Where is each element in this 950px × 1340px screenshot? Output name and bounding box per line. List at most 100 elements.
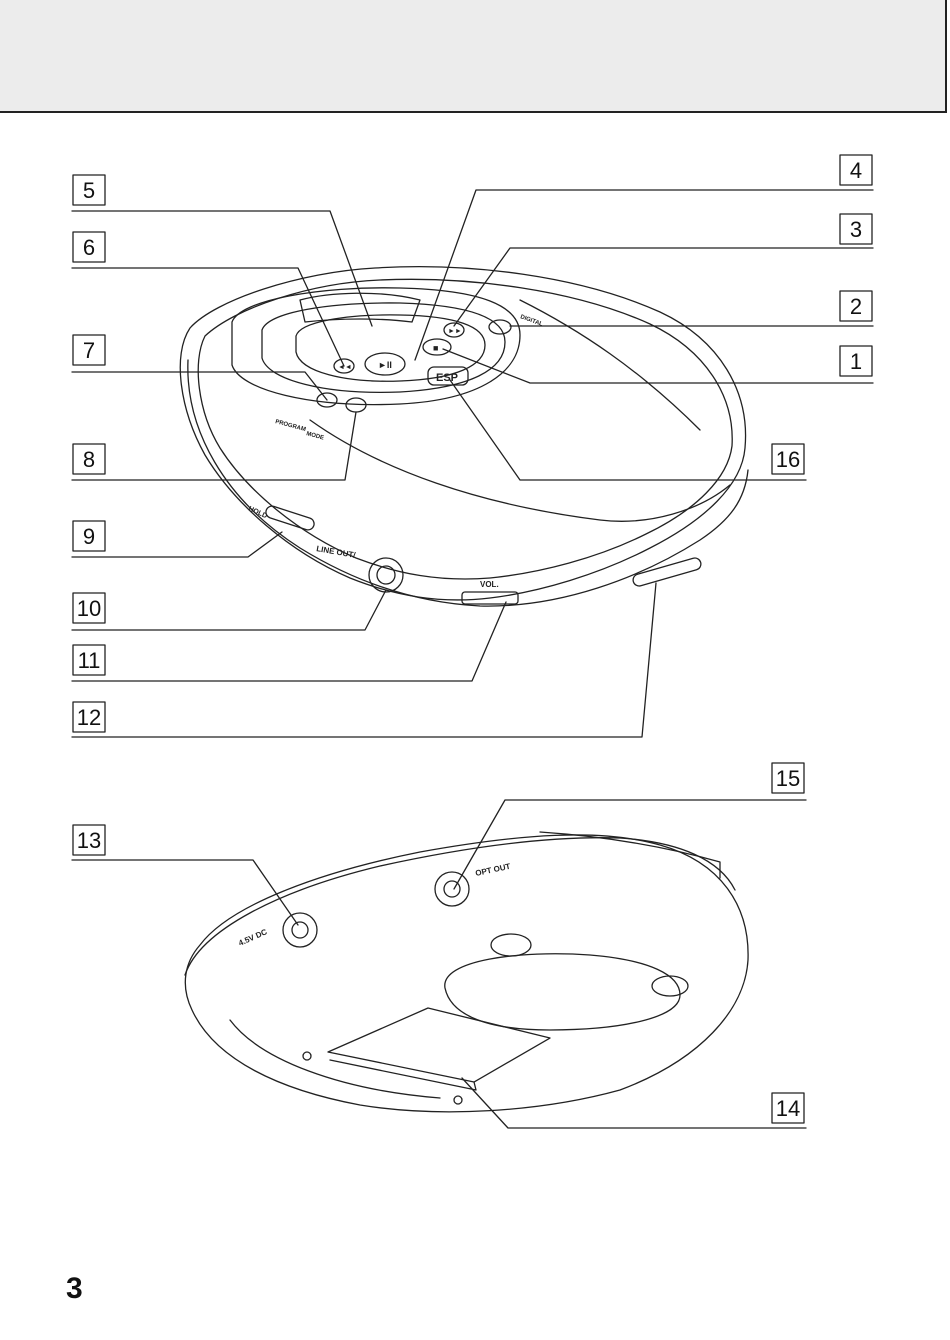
leader-10 — [71, 589, 387, 631]
leader-5 — [71, 210, 373, 327]
stop-button — [422, 338, 452, 356]
player-labels: ►II ■ ◄◄ ►► ESP DIGITAL PROGRAM MODE HOL… — [237, 314, 544, 948]
esp-button — [427, 366, 469, 386]
battery-door-inner — [329, 1059, 477, 1091]
leader-1 — [442, 348, 874, 384]
battery-door — [327, 1007, 551, 1083]
callout-13: 13 — [77, 828, 101, 853]
play-pause-label: ►II — [378, 360, 392, 370]
leader-7 — [71, 371, 328, 401]
line-out-label: LINE OUT/ — [316, 544, 357, 560]
screw-1 — [302, 1051, 312, 1061]
control-pad-ring-1 — [261, 302, 506, 394]
leader-13 — [71, 859, 299, 926]
bottom-top-edge — [539, 831, 721, 879]
callout-box-7 — [72, 334, 106, 366]
callout-box-15 — [771, 762, 805, 794]
callout-4: 4 — [850, 158, 862, 183]
leader-8 — [71, 411, 357, 481]
bottom-foot-1 — [490, 933, 532, 957]
callout-10: 10 — [77, 596, 101, 621]
callout-box-10 — [72, 592, 106, 624]
esp-label: ESP — [436, 372, 458, 384]
lid-curve-2 — [519, 299, 701, 431]
callout-6: 6 — [83, 235, 95, 260]
callout-14: 14 — [776, 1096, 800, 1121]
callout-5: 5 — [83, 178, 95, 203]
callout-2: 2 — [850, 294, 862, 319]
skip-fwd-label: ►► — [448, 328, 462, 335]
control-pad-outer — [231, 287, 521, 406]
callout-box-6 — [72, 231, 106, 263]
line-out-jack-inner — [376, 565, 396, 585]
opt-out-jack — [434, 871, 470, 907]
line-out-jack — [368, 557, 404, 593]
leader-15 — [453, 799, 807, 890]
callout-box-9 — [72, 520, 106, 552]
leader-6 — [71, 267, 345, 367]
callout-12: 12 — [77, 705, 101, 730]
leader-12 — [71, 582, 657, 738]
callout-15: 15 — [776, 766, 800, 791]
page-number: 3 — [66, 1272, 83, 1305]
callout-3: 3 — [850, 217, 862, 242]
bottom-foot-2 — [651, 975, 689, 997]
hold-switch — [265, 505, 315, 531]
callout-boxes — [72, 154, 873, 1124]
leader-4 — [414, 189, 874, 361]
callout-box-12 — [72, 701, 106, 733]
player-top-rim — [197, 278, 733, 580]
bottom-rim — [184, 837, 736, 976]
control-pad-ring-2 — [295, 314, 486, 382]
callout-box-11 — [72, 644, 106, 676]
stop-label: ■ — [433, 343, 438, 353]
leader-14 — [461, 1077, 807, 1129]
callout-7: 7 — [83, 338, 95, 363]
program-label: PROGRAM — [274, 419, 306, 433]
opt-out-jack-inner — [443, 880, 461, 898]
leader-9 — [71, 531, 283, 558]
leader-16 — [449, 379, 807, 481]
callout-box-13 — [72, 824, 106, 856]
callout-box-4 — [839, 154, 873, 186]
callout-box-3 — [839, 213, 873, 245]
player-bottom-view — [184, 831, 749, 1113]
callout-1: 1 — [850, 349, 862, 374]
dc-jack — [282, 912, 318, 948]
skip-back-button — [333, 358, 355, 374]
play-pause-button — [364, 352, 406, 376]
player-side-band — [187, 359, 749, 607]
callout-box-14 — [771, 1092, 805, 1124]
callout-box-2 — [839, 290, 873, 322]
program-button — [316, 392, 338, 408]
callout-box-8 — [72, 443, 106, 475]
callout-9: 9 — [83, 524, 95, 549]
bottom-inner-curve — [229, 1019, 441, 1099]
opt-out-label: OPT OUT — [475, 862, 512, 878]
vol-label: VOL. — [480, 580, 499, 589]
skip-back-label: ◄◄ — [338, 364, 352, 371]
callout-11: 11 — [78, 648, 101, 673]
digital-button — [488, 319, 512, 335]
callout-16: 16 — [776, 447, 800, 472]
bottom-outline — [184, 834, 749, 1113]
callout-numbers: 4 3 2 1 16 5 6 7 8 9 10 11 12 15 13 14 — [77, 158, 862, 1121]
display-window — [299, 292, 421, 323]
player-top-outline — [179, 266, 747, 601]
dc-jack-inner — [291, 921, 309, 939]
volume-wheel — [461, 591, 519, 605]
leader-lines — [71, 189, 874, 1129]
callout-box-1 — [839, 345, 873, 377]
skip-fwd-button — [443, 322, 465, 338]
leader-11 — [71, 601, 507, 682]
callout-box-5 — [72, 174, 106, 206]
charge-switch — [632, 557, 702, 587]
screw-2 — [453, 1095, 463, 1105]
mode-label: MODE — [305, 431, 324, 441]
player-top-view — [179, 266, 749, 607]
bottom-recess — [444, 953, 681, 1031]
callout-box-16 — [771, 443, 805, 475]
dc-in-label: 4.5V DC — [237, 927, 268, 948]
callout-8: 8 — [83, 447, 95, 472]
